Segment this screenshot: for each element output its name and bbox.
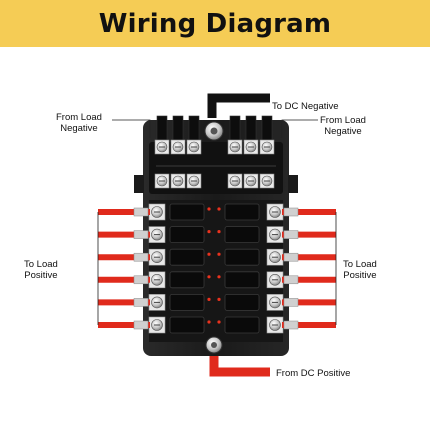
fuse-slot-left xyxy=(169,293,205,311)
indicator-led xyxy=(217,275,221,279)
fuse-slots xyxy=(169,203,260,334)
wire-lug-right xyxy=(283,207,299,217)
to-load-positive-right-label: To Load Positive xyxy=(343,259,377,281)
page-title: Wiring Diagram xyxy=(98,8,332,39)
wire-lug-left xyxy=(133,252,149,262)
wire-lug-left xyxy=(133,275,149,285)
load-positive-wires xyxy=(98,207,336,330)
from-load-negative-left-label: From Load Negative xyxy=(56,112,102,134)
label-line: Positive xyxy=(24,270,58,281)
wire-lug-left xyxy=(133,207,149,217)
indicator-led xyxy=(207,207,211,211)
label-line: Positive xyxy=(343,270,377,281)
wire-lug-right xyxy=(283,252,299,262)
fuse-slot-right xyxy=(224,248,260,266)
negative-wire-stub xyxy=(229,115,241,141)
label-line: To Load xyxy=(343,259,377,270)
indicator-led xyxy=(217,252,221,256)
indicator-led xyxy=(217,207,221,211)
label-line: From Load xyxy=(320,115,366,126)
negative-wire-stub xyxy=(245,115,257,141)
wire-lug-right xyxy=(283,298,299,307)
fuse-panel xyxy=(149,200,283,342)
negative-wire-stub xyxy=(156,115,168,141)
fuse-slot-right xyxy=(224,271,260,289)
from-dc-positive-label: From DC Positive xyxy=(276,368,351,379)
fuse-slot-left xyxy=(169,271,205,289)
to-load-positive-left-label: To Load Positive xyxy=(24,259,58,281)
load-terminal-screws xyxy=(148,203,284,334)
title-bar: Wiring Diagram xyxy=(0,0,430,47)
fuse-slot-left xyxy=(169,203,205,221)
indicator-led xyxy=(207,297,211,301)
dc-negative-wire xyxy=(207,93,270,118)
fuse-slot-right xyxy=(224,203,260,221)
wiring-diagram: To DC Negative From Load Negative From L… xyxy=(0,47,430,430)
dc-positive-wire xyxy=(209,352,270,377)
fuse-slot-right xyxy=(224,316,260,334)
indicator-led xyxy=(217,320,221,324)
fuse-slot-left xyxy=(169,248,205,266)
label-line: To Load xyxy=(24,259,58,270)
from-load-negative-right-label: From Load Negative xyxy=(320,115,366,137)
wire-lug-right xyxy=(283,230,299,239)
wire-lug-right xyxy=(283,275,299,285)
wire-lug-right xyxy=(283,320,299,330)
wire-lug-left xyxy=(133,230,149,239)
indicator-led xyxy=(217,230,221,234)
indicator-led xyxy=(207,230,211,234)
indicator-led xyxy=(207,252,211,256)
fuse-block-illustration xyxy=(97,93,337,377)
negative-wire-stub xyxy=(261,115,273,141)
label-line: Negative xyxy=(60,123,98,134)
label-line: From Load xyxy=(56,112,102,123)
negative-wire-stub xyxy=(172,115,184,141)
negative-terminal-screws xyxy=(154,139,276,189)
indicator-led xyxy=(207,275,211,279)
indicator-leds xyxy=(207,207,221,324)
to-dc-negative-label: To DC Negative xyxy=(272,101,339,112)
fuse-slot-left xyxy=(169,226,205,244)
indicator-led xyxy=(207,320,211,324)
leader-lines xyxy=(97,119,337,325)
label-line: Negative xyxy=(324,126,362,137)
wire-lug-left xyxy=(133,320,149,330)
fuse-slot-right xyxy=(224,226,260,244)
wire-lug-left xyxy=(133,298,149,307)
fuse-slot-right xyxy=(224,293,260,311)
indicator-led xyxy=(217,297,221,301)
fuse-slot-left xyxy=(169,316,205,334)
negative-wire-stub xyxy=(188,115,200,141)
